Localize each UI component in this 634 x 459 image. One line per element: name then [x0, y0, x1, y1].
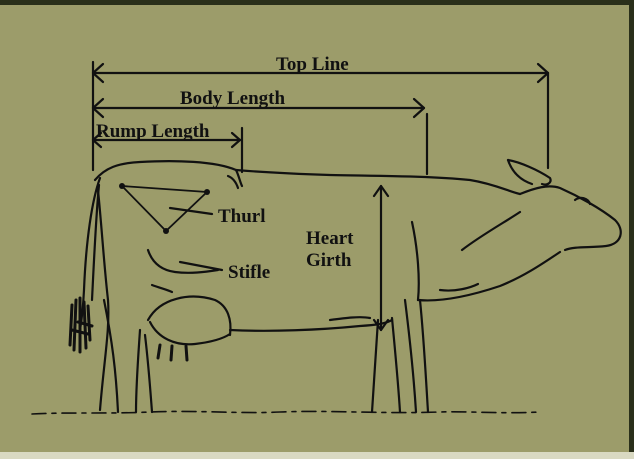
heart-girth-label-line1: Heart	[306, 228, 354, 249]
top-border	[0, 0, 634, 5]
stifle-label: Stifle	[228, 262, 270, 283]
thurl-point-hip	[119, 183, 125, 189]
heart-girth-label-line2: Girth	[306, 250, 352, 271]
thurl-point-pin	[204, 189, 210, 195]
rump-length-label: Rump Length	[96, 121, 210, 142]
top-line-label: Top Line	[276, 54, 349, 75]
right-border	[629, 0, 634, 452]
thurl-label: Thurl	[218, 206, 266, 227]
thurl-point-joint	[163, 228, 169, 234]
body-length-label: Body Length	[180, 88, 285, 109]
